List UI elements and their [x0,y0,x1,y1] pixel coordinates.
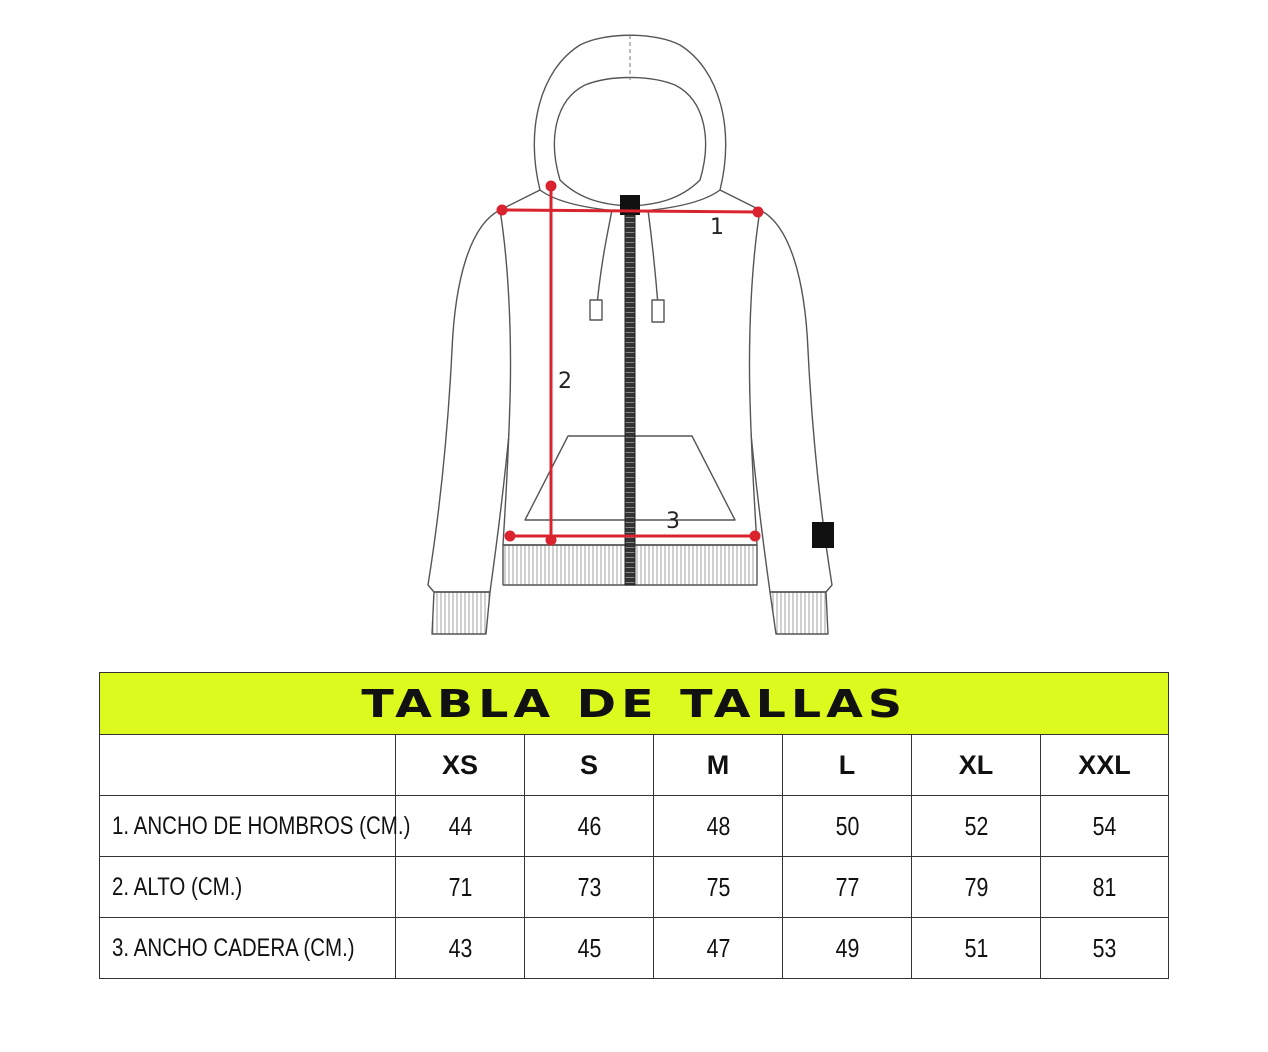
side-label [812,522,834,548]
table-cell: 53 [1039,917,1170,979]
table-row: 2. ALTO (CM.) 71 73 75 77 79 81 [99,856,1170,918]
table-cell: 52 [911,795,1041,857]
table-cell: 54 [1039,795,1170,857]
right-cuff [769,591,829,635]
table-row: 3. ANCHO CADERA (CM.) 43 45 47 49 51 53 [99,917,1170,979]
drawstring-right [647,209,659,306]
row-label: 1. ANCHO DE HOMBROS (CM.) [99,795,410,857]
table-cell: 79 [911,856,1041,918]
size-header-xs: XS [395,734,525,796]
hoodie-diagram: 1 2 3 [427,34,834,635]
row-label: 2. ALTO (CM.) [99,856,396,918]
zipper [624,214,636,586]
table-cell: 51 [911,917,1041,979]
hood-inner [553,76,707,207]
size-header-s: S [524,734,654,796]
table-cell: 44 [395,795,525,857]
left-cuff [431,591,491,635]
header-empty-cell [99,734,396,796]
size-header-m: M [653,734,783,796]
size-table: TABLA DE TALLAS XS S M L XL XXL 1. ANCHO… [98,672,1170,979]
table-cell: 71 [395,856,525,918]
table-cell: 50 [782,795,912,857]
table-cell: 49 [782,917,912,979]
measure-label-1: 1 [710,215,724,240]
row-label: 3. ANCHO CADERA (CM.) [99,917,396,979]
table-title: TABLA DE TALLAS [361,681,907,726]
size-header-xxl: XXL [1039,734,1170,796]
size-header-l: L [782,734,912,796]
measure-line-1 [501,208,759,214]
table-cell: 43 [395,917,525,979]
table-cell: 47 [653,917,783,979]
table-title-cell: TABLA DE TALLAS [98,672,1170,735]
table-cell: 73 [524,856,654,918]
measure-label-2: 2 [558,369,572,394]
table-cell: 48 [653,795,783,857]
measure-label-3: 3 [666,509,680,534]
size-header-row: XS S M L XL XXL [99,734,1170,796]
left-sleeve [427,209,517,593]
table-cell: 75 [653,856,783,918]
table-cell: 77 [782,856,912,918]
table-row: 1. ANCHO DE HOMBROS (CM.) 44 46 48 50 52… [99,795,1170,857]
table-cell: 81 [1039,856,1170,918]
table-cell: 45 [524,917,654,979]
table-cell: 46 [524,795,654,857]
size-header-xl: XL [911,734,1041,796]
